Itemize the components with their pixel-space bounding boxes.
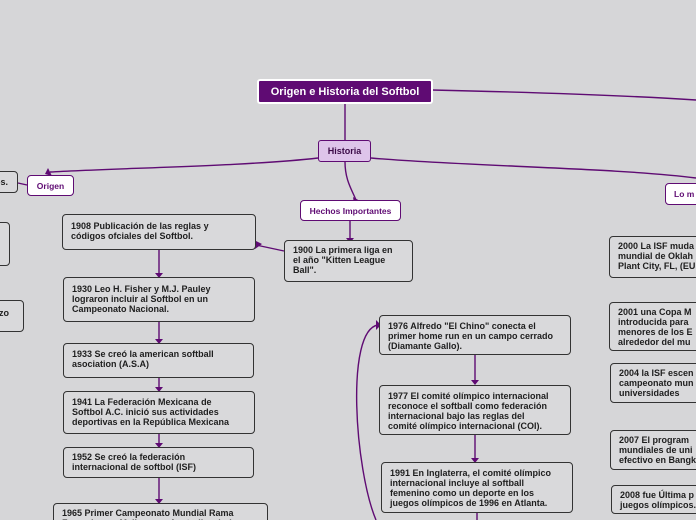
link-historia-logros [370,157,696,179]
origen-topic[interactable]: Origen [27,175,74,196]
link-historia-origen [49,157,319,173]
link-up-1976 [355,324,379,520]
arrow-1977 [471,380,479,385]
logro-2000[interactable]: 2000 La ISF muda mundial de Oklah Plant … [609,236,696,278]
hechos-topic[interactable]: Hechos Importantes [300,200,401,221]
hecho-1933[interactable]: 1933 Se creó la american softball asocia… [63,343,254,378]
hecho-1908[interactable]: 1908 Publicación de las reglas y códigos… [62,214,256,250]
hecho-1930[interactable]: 1930 Leo H. Fisher y M.J. Pauley lograro… [63,277,255,322]
hecho-1977[interactable]: 1977 El comité olímpico internacional re… [379,385,571,435]
arrow-origen [45,168,52,176]
left-partial-node-3[interactable]: zo [0,300,24,332]
arrow-1952 [155,443,163,448]
logro-2001[interactable]: 2001 una Copa M introducida para menores… [609,302,696,351]
root-topic[interactable]: Origen e Historia del Softbol [257,79,433,104]
arrow-1941 [155,387,163,392]
hecho-1900[interactable]: 1900 La primera liga en el año "Kitten L… [284,240,413,282]
arrow-1965 [155,499,163,504]
hecho-1941[interactable]: 1941 La Federación Mexicana de Softbol A… [63,391,255,434]
arrow-1991 [471,458,479,463]
link-historia-hechos [344,161,357,201]
arrow-1976 [376,320,381,330]
hecho-1952[interactable]: 1952 Se creó la federación internacional… [63,447,254,478]
link-origen-left [17,182,28,186]
left-partial-node-2[interactable] [0,222,10,266]
link-root-right [431,89,696,101]
hecho-1965[interactable]: 1965 Primer Campeonato Mundial Rama Feme… [53,503,268,520]
arrow-1908 [254,240,262,249]
logro-2007[interactable]: 2007 El program mundiales de uni efectiv… [610,430,696,470]
arrow-1930 [155,273,163,278]
link-1900-1908 [255,244,285,252]
logros-topic[interactable]: Lo m [665,183,696,205]
historia-topic[interactable]: Historia [318,140,371,162]
logro-2004[interactable]: 2004 la ISF escen campeonato mun univers… [610,363,696,403]
hecho-1976[interactable]: 1976 Alfredo "El Chino" conecta el prime… [379,315,571,355]
logro-2008[interactable]: 2008 fue Última p juegos olímpicos. [611,485,696,514]
left-partial-node-1[interactable]: os. [0,171,18,193]
arrow-1933 [155,339,163,344]
hecho-1991[interactable]: 1991 En Inglaterra, el comité olímpico i… [381,462,573,513]
